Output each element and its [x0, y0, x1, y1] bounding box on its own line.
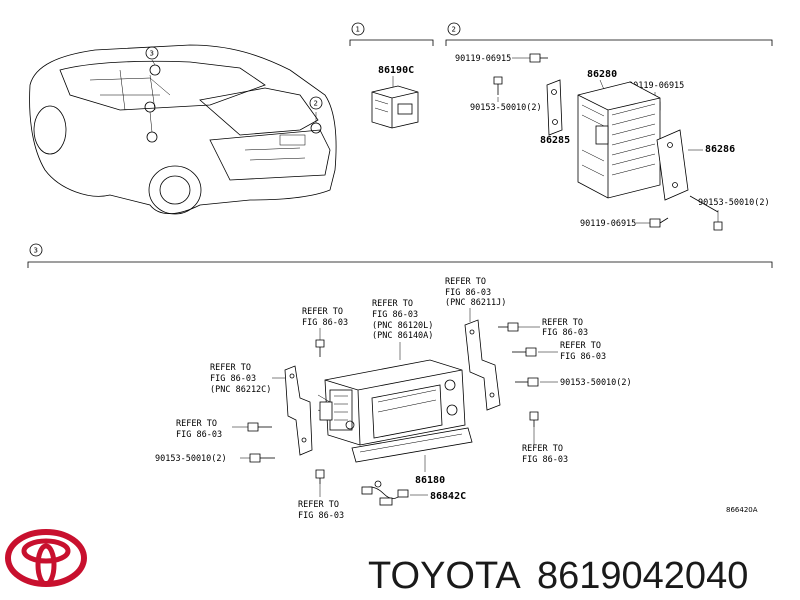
ref-bottom-line1: REFER TO	[298, 500, 339, 510]
ref-top-center-line4: (PNC 86140A)	[372, 331, 433, 341]
label-90153-50010-2-right: 90153-50010(2)	[698, 198, 770, 208]
figure-code: 866420A	[726, 506, 758, 514]
head-unit-illustration	[317, 359, 466, 446]
ref-top-right-line2: FIG 86-03	[445, 288, 491, 298]
ref-right-lower-line1: REFER TO	[522, 444, 563, 454]
ref-left-mid-line2: FIG 86-03	[176, 430, 222, 440]
bracket-86211j-illustration	[464, 319, 501, 411]
ref-top-center-line2: FIG 86-03	[372, 310, 418, 320]
ref-left-upper-line2: FIG 86-03	[302, 318, 348, 328]
vehicle-illustration: 3 2	[29, 44, 337, 215]
label-90119-06915-a: 90119-06915	[455, 54, 511, 64]
section-1: 1 86190C	[349, 22, 434, 129]
ref-left-bracket-line3: (PNC 86212C)	[210, 385, 271, 395]
module-86280-illustration	[577, 81, 661, 199]
label-86180: 86180	[415, 475, 445, 486]
label-90119-06915-c: 90119-06915	[580, 219, 636, 229]
label-90153-50010-2-left-s3: 90153-50010(2)	[155, 454, 227, 464]
ref-right-upper-line2: FIG 86-03	[542, 328, 588, 338]
part-label-86190c: 86190C	[378, 65, 414, 76]
ref-right-upper-line1: REFER TO	[542, 318, 583, 328]
toyota-logo	[5, 529, 87, 587]
label-86842c: 86842C	[430, 491, 466, 502]
ref-top-right-line1: REFER TO	[445, 277, 486, 287]
ref-top-right-line3: (PNC 86211J)	[445, 298, 506, 308]
ref-right-lower-line2: FIG 86-03	[522, 455, 568, 465]
switch-module-86190c-illustration	[371, 85, 419, 129]
part-number: 8619042040	[537, 555, 748, 597]
ref-left-bracket-line1: REFER TO	[210, 363, 251, 373]
label-90153-50010-2-left: 90153-50010(2)	[470, 103, 542, 113]
ref-bottom-line2: FIG 86-03	[298, 511, 344, 521]
cable-86842c-illustration	[361, 480, 409, 506]
ref-left-mid-line1: REFER TO	[176, 419, 217, 429]
label-86280: 86280	[587, 69, 617, 80]
section-2: 2 90119-06915 86280 90119-06915 90153-50…	[445, 22, 773, 231]
ref-left-upper-line1: REFER TO	[302, 307, 343, 317]
label-90153-50010-2-right-s3: 90153-50010(2)	[560, 378, 632, 388]
ref-right-mid-line2: FIG 86-03	[560, 352, 606, 362]
ref-right-mid-line1: REFER TO	[560, 341, 601, 351]
panel-86180-illustration	[351, 427, 473, 463]
ref-top-center-line3: (PNC 86120L)	[372, 321, 433, 331]
section-3: 3 REFER TO FIG 86-03 (PNC 86120L) (PNC 8…	[27, 243, 773, 521]
brand-name: TOYOTA	[368, 555, 521, 597]
car-callout-3: 3	[150, 50, 154, 58]
ref-left-bracket-line2: FIG 86-03	[210, 374, 256, 384]
label-86286: 86286	[705, 144, 735, 155]
section-2-callout: 2	[452, 26, 456, 34]
section-3-callout: 3	[34, 247, 38, 255]
label-90119-06915-b: 90119-06915	[628, 81, 684, 91]
ref-top-center-line1: REFER TO	[372, 299, 413, 309]
section-1-callout: 1	[356, 26, 360, 34]
car-callout-2: 2	[314, 100, 318, 108]
label-86285: 86285	[540, 135, 570, 146]
bracket-86212c-illustration	[284, 365, 313, 456]
